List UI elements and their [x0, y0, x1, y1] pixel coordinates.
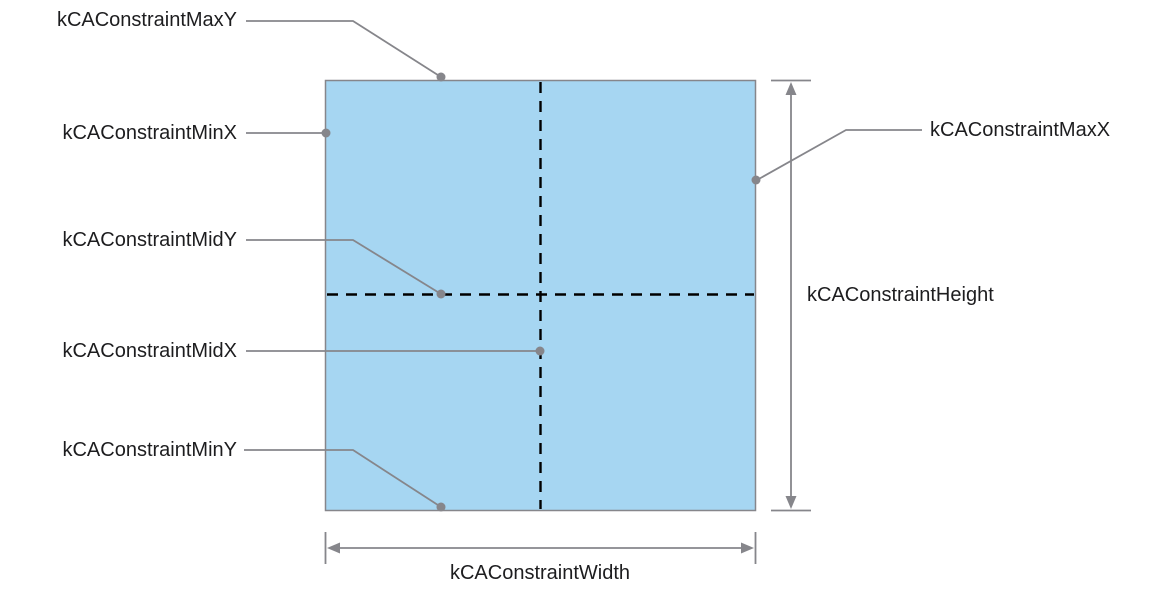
label-width: kCAConstraintWidth — [449, 562, 631, 584]
label-mid-y: kCAConstraintMidY — [62, 229, 237, 251]
anchor-dot-max-x — [751, 175, 761, 185]
leader-max-x — [756, 129, 922, 181]
label-mid-x: kCAConstraintMidX — [62, 340, 237, 362]
leader-max-y — [246, 20, 442, 78]
anchor-dot-max-y — [436, 72, 446, 82]
label-height: kCAConstraintHeight — [807, 284, 994, 306]
width-dimension-arrow — [324, 532, 757, 564]
anchor-dot-min-x — [321, 128, 331, 138]
label-max-x: kCAConstraintMaxX — [930, 119, 1111, 141]
anchor-dot-min-y — [436, 502, 446, 512]
height-dimension-arrow — [771, 79, 811, 512]
label-max-y: kCAConstraintMaxY — [56, 9, 237, 31]
leader-mid-y — [246, 239, 442, 295]
label-min-x: kCAConstraintMinX — [62, 122, 237, 144]
anchor-dot-mid-y — [436, 289, 446, 299]
leader-min-y — [244, 449, 442, 508]
anchor-dot-mid-x — [535, 346, 545, 356]
label-min-y: kCAConstraintMinY — [62, 439, 237, 461]
